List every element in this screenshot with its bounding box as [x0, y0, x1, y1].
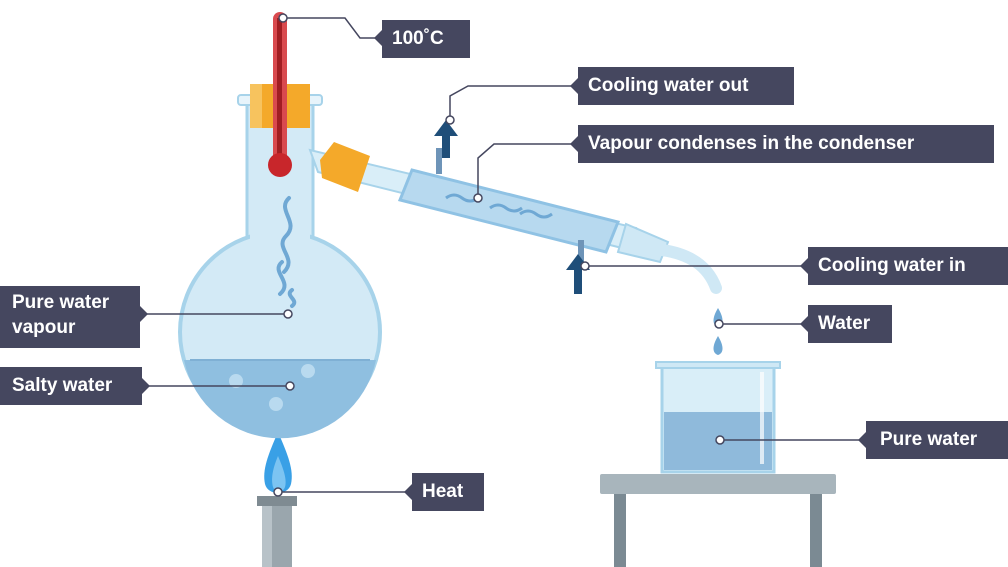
thermometer-icon [268, 12, 292, 177]
label-pointers [140, 30, 866, 500]
salty-water-liquid [184, 359, 376, 439]
vapour-wisps [276, 196, 297, 308]
condenser-stopper [320, 142, 370, 192]
label-heat: Heat [412, 473, 484, 511]
label-cooling-water-in: Cooling water in [808, 247, 1008, 285]
bunsen-burner [257, 496, 297, 567]
flame-icon [264, 432, 292, 493]
label-vapour-condenses: Vapour condenses in the condenser [578, 125, 994, 163]
condenser [308, 148, 670, 264]
delivery-stream [656, 244, 722, 294]
arrow-up-icon-inlet [566, 254, 590, 294]
table [600, 474, 836, 567]
leader-dots [273, 13, 725, 497]
beaker [655, 361, 781, 474]
label-salty-water: Salty water [0, 367, 142, 405]
arrow-up-icon [434, 120, 458, 158]
label-cooling-water-out: Cooling water out [578, 67, 794, 105]
label-pure-water-vapour: Pure water vapour [0, 286, 140, 348]
leader-lines [140, 17, 866, 493]
label-water: Water [808, 305, 892, 343]
label-pure-water: Pure water [866, 421, 1008, 459]
label-temperature: 100˚C [382, 20, 470, 58]
